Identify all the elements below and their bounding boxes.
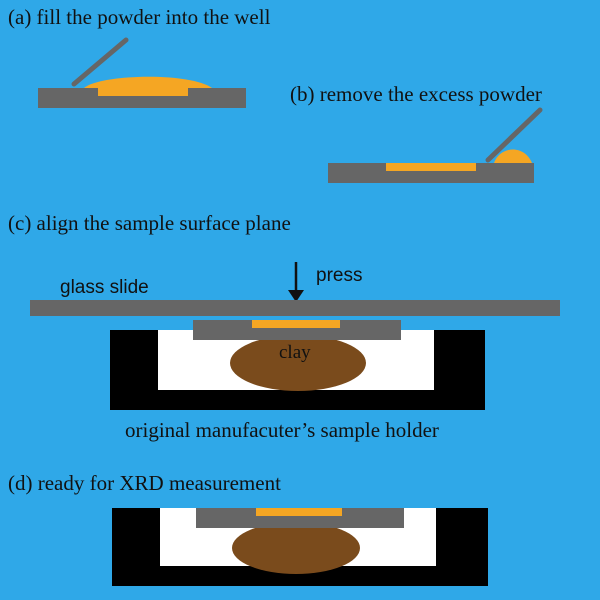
powder-mound-a xyxy=(84,76,212,88)
glass-slide xyxy=(30,300,560,316)
caption-step-c: (c) align the sample surface plane xyxy=(8,211,291,235)
powder-well-b xyxy=(386,163,476,171)
sample-plate-c xyxy=(193,320,401,340)
caption-step-b: (b) remove the excess powder xyxy=(290,82,542,106)
sample-plate-b xyxy=(328,163,534,183)
powder-well-a xyxy=(98,88,188,96)
caption-step-d: (d) ready for XRD measurement xyxy=(8,471,281,495)
press-label: press xyxy=(316,265,362,286)
sample-plate-a xyxy=(38,88,246,108)
glass-slide-label: glass slide xyxy=(60,277,149,298)
step-d: (d) ready for XRD measurement xyxy=(8,471,488,586)
clay-d xyxy=(232,522,360,574)
clay-c xyxy=(230,335,366,391)
excess-powder-b xyxy=(494,149,532,163)
powder-well-d xyxy=(256,508,342,516)
arrow-down-icon xyxy=(288,262,304,302)
step-c: (c) align the sample surface plane press… xyxy=(8,211,560,442)
spatula-b xyxy=(485,107,543,163)
step-b: (b) remove the excess powder xyxy=(290,82,543,183)
clay-label: clay xyxy=(279,342,311,363)
spatula-a xyxy=(71,37,129,87)
sample-plate-d xyxy=(196,508,404,528)
holder-label: original manufacuter’s sample holder xyxy=(125,418,439,442)
powder-well-c xyxy=(252,320,340,328)
caption-step-a: (a) fill the powder into the well xyxy=(8,5,271,29)
step-a: (a) fill the powder into the well xyxy=(8,5,271,108)
